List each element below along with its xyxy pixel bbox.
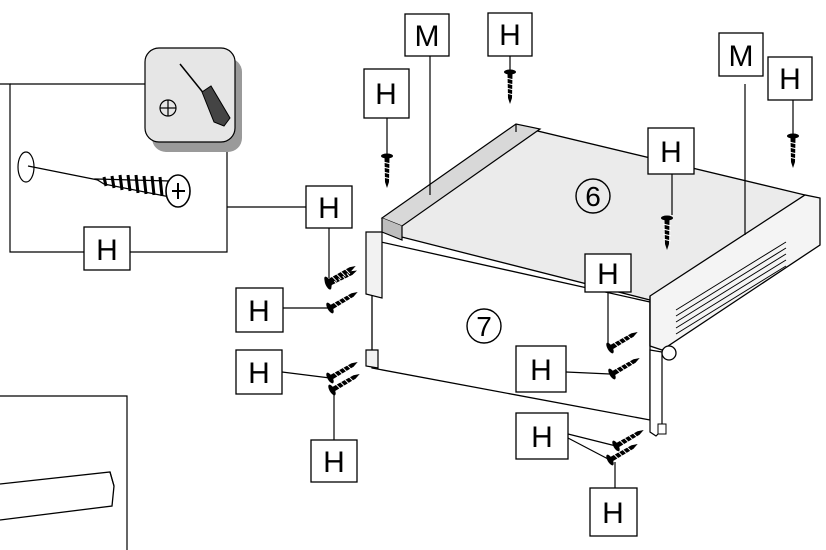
callout-h-4: H bbox=[647, 127, 695, 175]
callout-h-3: H bbox=[767, 56, 813, 101]
svg-text:H: H bbox=[248, 357, 270, 390]
svg-text:M: M bbox=[415, 20, 440, 53]
screwdriver-icon bbox=[144, 47, 242, 152]
callout-h-13: H bbox=[589, 487, 638, 537]
callout-h-10: H bbox=[515, 345, 567, 393]
drawer-preview bbox=[0, 395, 128, 550]
inset-detail bbox=[0, 47, 306, 253]
screw-icon bbox=[93, 174, 191, 208]
callout-h-1: H bbox=[487, 12, 533, 57]
callout-h-6: H bbox=[83, 226, 131, 271]
svg-text:H: H bbox=[248, 295, 270, 328]
svg-text:H: H bbox=[531, 421, 553, 454]
svg-text:H: H bbox=[530, 354, 552, 387]
callout-m-right: M bbox=[718, 32, 764, 77]
callout-h-12: H bbox=[515, 412, 569, 460]
svg-text:M: M bbox=[729, 40, 754, 73]
svg-text:H: H bbox=[323, 446, 345, 479]
svg-text:H: H bbox=[602, 497, 624, 530]
callout-m-left: M bbox=[404, 13, 450, 57]
svg-text:H: H bbox=[779, 63, 801, 96]
leader-lines bbox=[281, 56, 794, 488]
svg-text:H: H bbox=[660, 136, 682, 169]
callout-h-8: H bbox=[235, 287, 284, 333]
svg-text:H: H bbox=[499, 19, 521, 52]
drawer-assembly: 6 7 bbox=[365, 123, 821, 437]
callout-h-11: H bbox=[310, 439, 358, 483]
callout-h-9: H bbox=[235, 349, 283, 395]
callout-h-5: H bbox=[305, 185, 353, 229]
callout-h-2: H bbox=[363, 68, 410, 119]
svg-text:H: H bbox=[96, 234, 118, 267]
svg-text:H: H bbox=[597, 258, 619, 291]
svg-text:H: H bbox=[318, 192, 340, 225]
part-number-top: 6 bbox=[585, 181, 601, 212]
callouts: M M H H H H H H bbox=[83, 12, 813, 537]
part-number-front: 7 bbox=[476, 311, 492, 342]
callout-h-7: H bbox=[584, 253, 632, 293]
svg-text:H: H bbox=[375, 78, 397, 111]
